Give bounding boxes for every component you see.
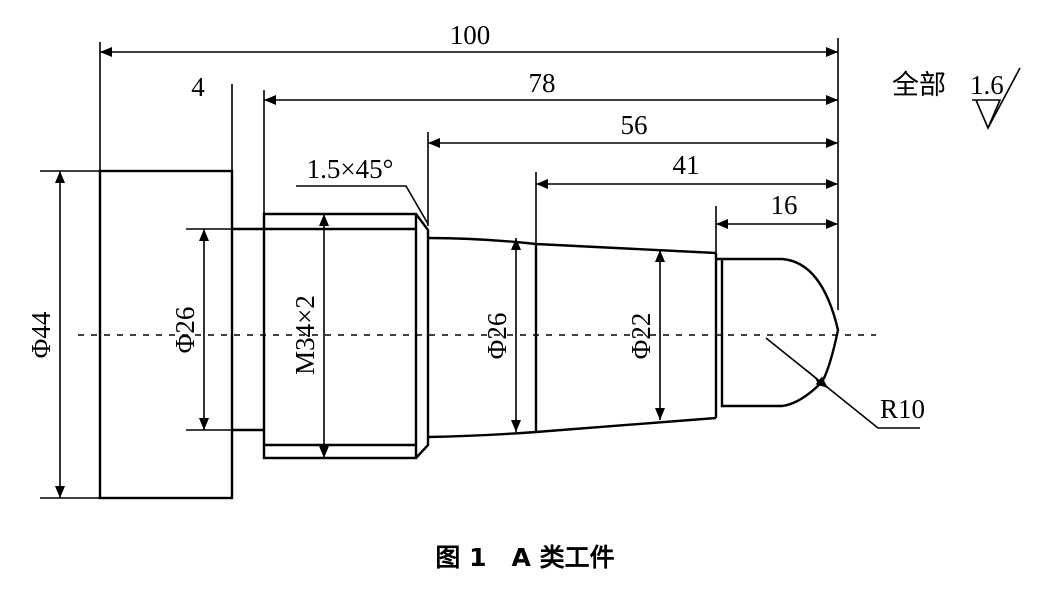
roughness-check-icon xyxy=(972,99,1002,131)
flange-body xyxy=(98,169,234,500)
dim-56-label: 56 xyxy=(621,110,648,140)
dia26-neck-label: Φ26 xyxy=(170,307,200,354)
chamfer-label: 1.5×45° xyxy=(307,154,394,184)
dimension-texts: 100 4 78 56 41 16 1.5×45° Φ44 Φ26 M34×2 … xyxy=(26,20,925,424)
dia22-label: Φ22 xyxy=(626,313,656,360)
chamfer-leader xyxy=(296,185,429,225)
dim-41-label: 41 xyxy=(673,150,700,180)
part-outline xyxy=(98,169,840,500)
thread-section xyxy=(262,212,430,460)
taper-top-edge xyxy=(427,236,717,255)
radius-label: R10 xyxy=(880,394,925,424)
dimension-lines xyxy=(55,47,920,498)
spherical-end xyxy=(716,257,840,408)
dim-100-label: 100 xyxy=(450,20,491,50)
dia26-taper-label: Φ26 xyxy=(482,313,512,360)
dim-78-label: 78 xyxy=(529,68,556,98)
roughness-value: 1.6 xyxy=(970,70,1004,100)
radius-leader xyxy=(765,337,920,429)
dia44-label: Φ44 xyxy=(26,311,56,358)
roughness-symbol: 全部 1.6 xyxy=(892,67,1021,131)
thread-label: M34×2 xyxy=(290,295,320,375)
dim-4-label: 4 xyxy=(191,72,205,102)
figure-caption: 图 1 A 类工件 xyxy=(435,543,614,572)
extension-lines xyxy=(40,38,839,499)
roughness-note: 全部 xyxy=(892,70,946,100)
taper-bottom-edge xyxy=(427,416,717,439)
dim-16-label: 16 xyxy=(771,190,798,220)
